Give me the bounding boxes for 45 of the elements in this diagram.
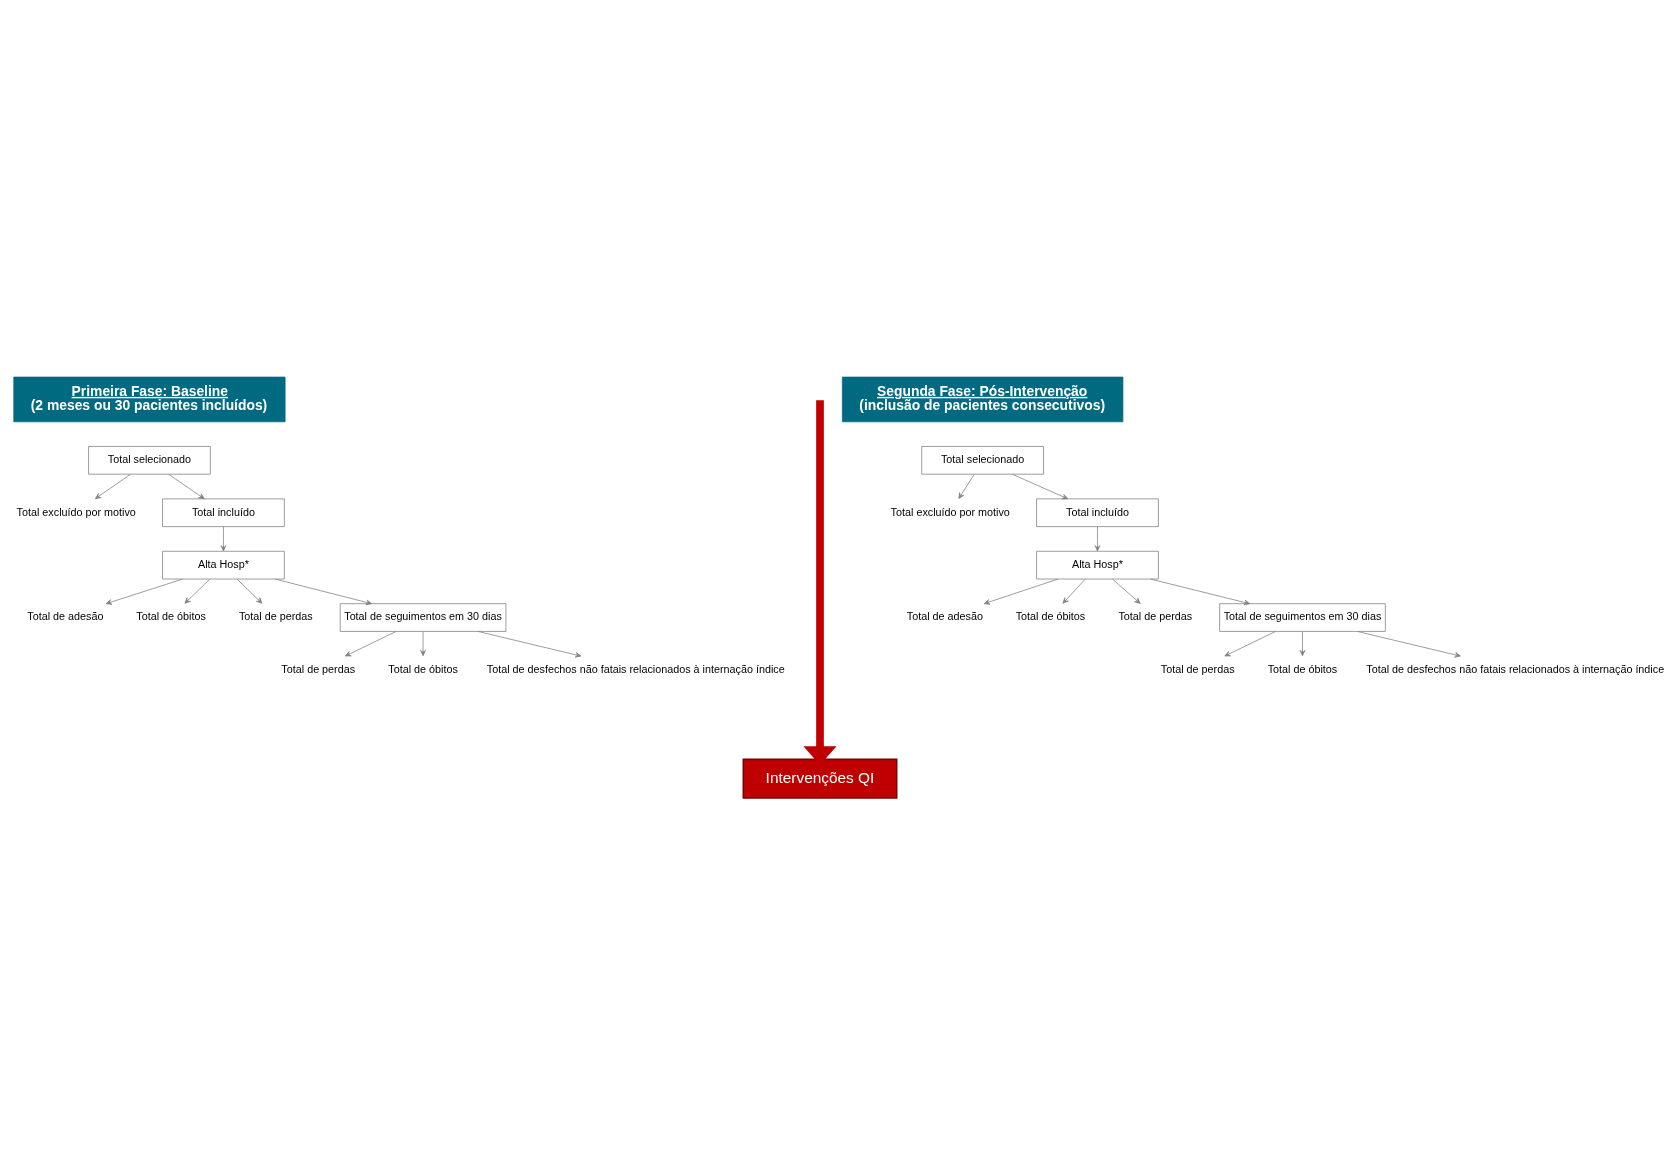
arrow bbox=[105, 578, 183, 605]
node-text: Total excluído por motivo bbox=[16, 505, 136, 518]
node-box: Intervenções QI bbox=[742, 758, 898, 799]
node-text: Total de perdas bbox=[281, 662, 356, 675]
arrow bbox=[274, 578, 372, 606]
node-text: Total de desfechos não fatais relacionados à internação índice bbox=[486, 662, 785, 675]
arrow bbox=[1357, 631, 1461, 658]
node-box: Total incluído bbox=[1036, 498, 1159, 527]
node-box: Alta Hosp* bbox=[162, 550, 285, 580]
arrow bbox=[420, 631, 426, 657]
arrow bbox=[958, 474, 975, 499]
node-text: Total de perdas bbox=[1160, 662, 1235, 675]
node-text: Total de óbitos bbox=[136, 610, 206, 623]
node-text: Total de adesão bbox=[27, 610, 104, 623]
node-box: Primeira Fase: Baseline (2 meses ou 30 pacientes incluídos) bbox=[13, 376, 286, 423]
arrow bbox=[94, 474, 131, 500]
arrow bbox=[477, 631, 582, 658]
arrow bbox=[1094, 526, 1101, 552]
arrow bbox=[1299, 631, 1306, 657]
node-text: Total de óbitos bbox=[1015, 610, 1086, 623]
node-box: Total selecionado bbox=[88, 446, 211, 475]
node-text: Total de adesão bbox=[906, 610, 983, 623]
node-box: Total incluído bbox=[162, 498, 285, 527]
node-text: Total de perdas bbox=[238, 610, 313, 623]
node-box: Total selecionado bbox=[921, 446, 1044, 475]
node-box: Alta Hosp* bbox=[1036, 550, 1159, 580]
arrow bbox=[983, 578, 1059, 605]
arrow bbox=[168, 473, 205, 500]
arrow bbox=[1062, 578, 1086, 604]
arrow bbox=[345, 631, 397, 657]
arrow bbox=[184, 578, 211, 604]
arrow bbox=[1112, 578, 1141, 604]
node-text: Total de desfechos não fatais relacionados à internação índice bbox=[1366, 662, 1665, 675]
node-text: Total de óbitos bbox=[1267, 662, 1338, 675]
arrow bbox=[1012, 473, 1069, 500]
node-box: Total de seguimentos em 30 dias bbox=[339, 603, 507, 632]
arrow bbox=[1150, 578, 1251, 606]
arrow bbox=[236, 578, 263, 604]
node-box: Segunda Fase: Pós-Intervenção (inclusão de pacientes consecutivos) bbox=[841, 376, 1124, 423]
node-box: Total de seguimentos em 30 dias bbox=[1219, 603, 1386, 632]
node-text: Total de óbitos bbox=[388, 662, 458, 675]
node-text: Total excluído por motivo bbox=[890, 505, 1010, 518]
arrow bbox=[220, 526, 227, 552]
arrow bbox=[1224, 631, 1276, 657]
node-text: Total de perdas bbox=[1118, 610, 1193, 623]
